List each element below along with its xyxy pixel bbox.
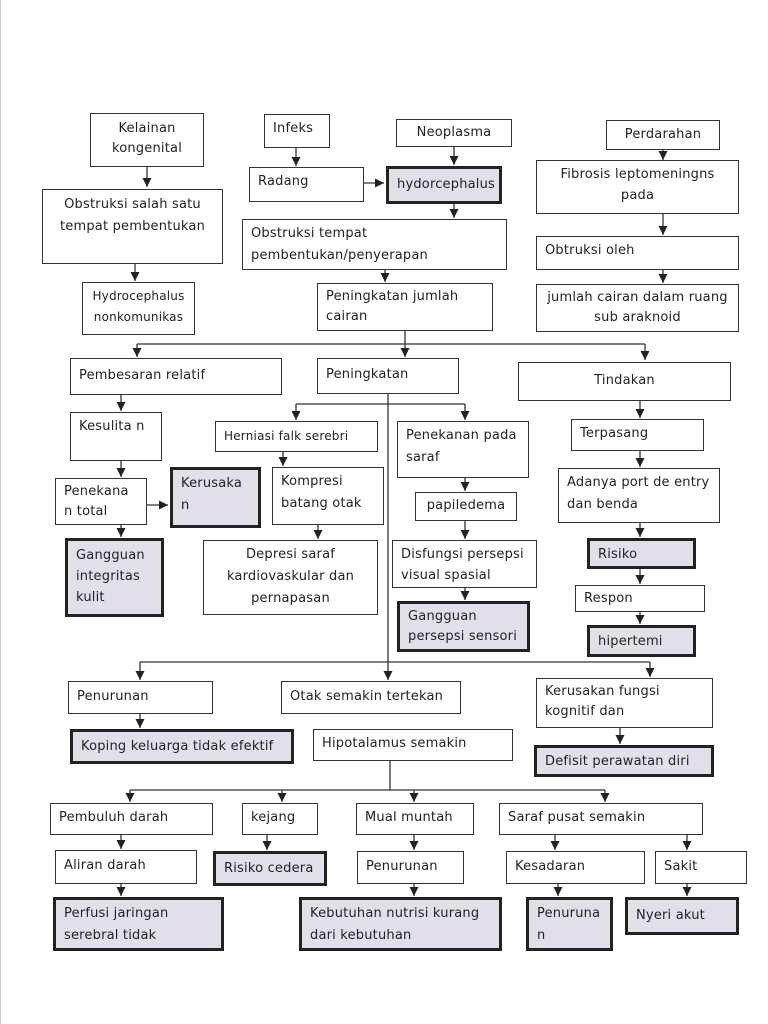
node-penurunan: Penurunan: [68, 681, 213, 714]
node-radang: Radang: [249, 167, 364, 202]
node-peningkatan-tik: Peningkatan: [317, 358, 459, 394]
node-kelainan-kongenital: Kelainan kongenital: [90, 113, 204, 167]
node-obtruksi-oleh: Obtruksi oleh: [536, 236, 739, 270]
node-kerusakan-kognitif: Kerusakan fungsi kognitif dan: [536, 678, 713, 728]
node-kerusakan: Kerusaka n: [170, 467, 261, 528]
node-fibrosis: Fibrosis leptomeningns pada: [536, 160, 739, 214]
node-depresi-saraf: Depresi saraf kardiovaskular dan pernapa…: [203, 540, 378, 615]
node-perdarahan: Perdarahan: [606, 120, 720, 150]
node-kejang: kejang: [242, 803, 318, 835]
node-obstruksi-tempat: Obstruksi tempat pembentukan/penyerapan: [242, 219, 507, 270]
node-pembesaran-relatif: Pembesaran relatif: [70, 358, 282, 395]
node-penekanan-saraf: Penekanan pada saraf: [397, 421, 529, 478]
node-nyeri-akut: Nyeri akut: [625, 897, 739, 935]
node-defisit-perawatan: Defisit perawatan diri: [534, 745, 714, 777]
node-risiko: Risiko: [587, 538, 696, 569]
node-jumlah-cairan: jumlah cairan dalam ruang sub araknoid: [536, 284, 739, 332]
node-infeks: Infeks: [264, 114, 330, 148]
node-kesulitan: Kesulita n: [70, 412, 162, 461]
node-papiledema: papiledema: [415, 492, 517, 521]
node-port-entry: Adanya port de entry dan benda: [558, 468, 720, 523]
node-risiko-cedera: Risiko cedera: [213, 851, 327, 886]
node-penekanan-total: Penekana n total: [55, 478, 147, 525]
node-saraf-pusat: Saraf pusat semakin: [499, 803, 703, 835]
node-hydrocephalus: hydorcephalus: [386, 166, 502, 204]
node-kebutuhan-nutrisi: Kebutuhan nutrisi kurang dari kebutuhan: [299, 897, 502, 951]
node-pembuluh-darah: Pembuluh darah: [50, 803, 213, 835]
node-hydrocephalus-nonkomunikas: Hydrocephalus nonkomunikas: [82, 282, 195, 335]
node-gangguan-persepsi-sensori: Gangguan persepsi sensori: [397, 601, 530, 652]
node-kompresi-batang-otak: Kompresi batang otak: [272, 467, 384, 525]
node-hipertemi: hipertemi: [587, 625, 696, 657]
node-tindakan: Tindakan: [518, 362, 731, 401]
node-otak-tertekan: Otak semakin tertekan: [281, 681, 461, 714]
node-terpasang: Terpasang: [571, 419, 704, 451]
node-penurunan-bb: Penurunan BB: [357, 851, 464, 884]
node-gangguan-integritas-kulit: Gangguan integritas kulit: [65, 538, 164, 617]
node-mual-muntah: Mual muntah: [356, 803, 474, 835]
node-respon: Respon: [575, 585, 705, 612]
page-left-edge: [0, 0, 1, 1024]
node-neoplasma: Neoplasma: [396, 119, 512, 147]
node-hipotalamus: Hipotalamus semakin: [313, 729, 513, 761]
node-sakit: Sakit: [655, 851, 747, 884]
node-kesadaran: Kesadaran: [506, 851, 645, 884]
node-aliran-darah: Aliran darah: [55, 850, 197, 884]
node-penurunan-kesadaran: Penuruna n: [526, 897, 613, 951]
node-peningkatan-cairan: Peningkatan jumlah cairan: [317, 283, 493, 331]
node-perfusi-jaringan: Perfusi jaringan serebral tidak: [53, 897, 224, 951]
node-obstruksi-salah-satu: Obstruksi salah satu tempat pembentukan: [42, 189, 223, 264]
node-disfungsi-persepsi: Disfungsi persepsi visual spasial: [392, 540, 537, 588]
node-koping-keluarga: Koping keluarga tidak efektif: [70, 729, 294, 764]
node-herniasi-falk: Herniasi falk serebri: [215, 421, 378, 452]
